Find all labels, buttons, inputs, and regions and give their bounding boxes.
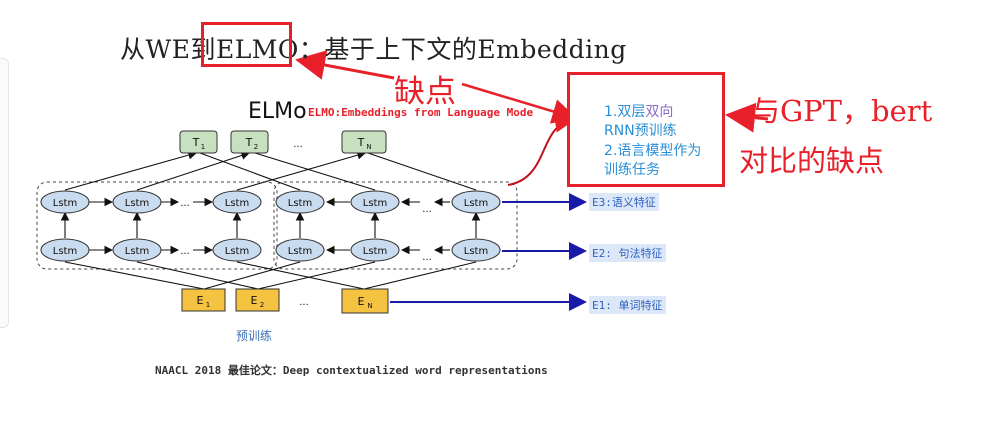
- lstm-node: Lstm: [212, 190, 262, 214]
- annotation-compare-line-2: 对比的缺点: [739, 144, 885, 178]
- annotation-quedian: 缺点: [394, 74, 456, 110]
- lstm-node: Lstm: [451, 190, 501, 214]
- lstm-node: Lstm: [275, 238, 325, 262]
- paper-citation: NAACL 2018 最佳论文：Deep contextualized word…: [155, 364, 548, 377]
- svg-text:E: E: [197, 294, 204, 307]
- svg-text:T: T: [192, 136, 200, 149]
- lstm-node: Lstm: [275, 190, 325, 214]
- ellipsis: ...: [299, 297, 309, 308]
- svg-text:Lstm: Lstm: [225, 198, 249, 209]
- lstm-node: Lstm: [350, 238, 400, 262]
- svg-text:Lstm: Lstm: [363, 198, 387, 209]
- lstm-node: Lstm: [112, 238, 162, 262]
- lstm-node: Lstm: [112, 190, 162, 214]
- lstm-node: Lstm: [40, 190, 90, 214]
- svg-text:Lstm: Lstm: [53, 198, 77, 209]
- ellipsis: ...: [180, 246, 190, 257]
- svg-text:2: 2: [260, 301, 264, 309]
- svg-text:Lstm: Lstm: [464, 198, 488, 209]
- svg-text:Lstm: Lstm: [288, 246, 312, 257]
- callout-box: [567, 72, 725, 187]
- svg-text:Lstm: Lstm: [225, 246, 249, 257]
- callout-line-2: RNN预训练: [604, 123, 677, 139]
- input-connections: [64, 261, 477, 290]
- ellipsis: ...: [180, 198, 190, 209]
- ellipsis: ...: [422, 204, 432, 215]
- svg-text:Lstm: Lstm: [363, 246, 387, 257]
- output-node-tn: T N: [341, 130, 387, 154]
- diagram-heading: ELMo: [248, 99, 307, 124]
- callout-line-1-rest: 双向: [645, 104, 674, 120]
- lstm-node: Lstm: [212, 238, 262, 262]
- quedian-to-callout-arrow: [461, 82, 578, 124]
- callout-line-3: 2.语言模型作为: [604, 143, 702, 159]
- input-node-e1: E 1: [181, 288, 226, 312]
- output-node-t2: T 2: [230, 130, 269, 154]
- feature-label-e1: E1: 单词特征: [589, 296, 666, 314]
- svg-text:Lstm: Lstm: [288, 198, 312, 209]
- slide-frame: [0, 58, 9, 328]
- annotation-compare-line-1: 与GPT，bert: [751, 94, 933, 128]
- lstm-node: Lstm: [451, 238, 501, 262]
- forward-lstm-group: [36, 181, 278, 270]
- svg-text:1: 1: [206, 301, 210, 309]
- output-node-t1: T 1: [179, 130, 218, 154]
- feature-label-e2: E2: 句法特征: [589, 244, 666, 262]
- svg-text:Lstm: Lstm: [464, 246, 488, 257]
- svg-text:N: N: [366, 143, 371, 151]
- svg-text:2: 2: [254, 143, 258, 151]
- slide-title: 从WE到ELMO：基于上下文的Embedding: [120, 35, 627, 64]
- pretrain-label: 预训练: [236, 329, 273, 343]
- compare-arrow: [725, 102, 769, 133]
- diagram-subheading: ELMO:Embeddings from Language Mode: [308, 106, 534, 119]
- output-connections: [64, 150, 477, 191]
- forward-recurrence: [89, 197, 214, 255]
- callout-line-4: 训练任务: [604, 162, 660, 178]
- quedian-arrow: [295, 50, 395, 80]
- svg-text:E: E: [251, 294, 258, 307]
- svg-text:T: T: [357, 136, 365, 149]
- svg-text:Lstm: Lstm: [125, 246, 149, 257]
- svg-text:E: E: [358, 295, 365, 308]
- input-node-en: E N: [341, 288, 389, 314]
- ellipsis: ...: [293, 139, 303, 150]
- diagram-to-callout-arrow: [507, 112, 575, 186]
- title-highlight-box: [201, 22, 292, 67]
- lstm-node: Lstm: [350, 190, 400, 214]
- vertical-connections: [60, 211, 481, 238]
- backward-lstm-group: [273, 181, 518, 270]
- lstm-node: Lstm: [40, 238, 90, 262]
- svg-text:T: T: [245, 136, 253, 149]
- svg-text:Lstm: Lstm: [53, 246, 77, 257]
- svg-text:1: 1: [201, 143, 205, 151]
- input-node-e2: E 2: [235, 288, 280, 312]
- lstm-nodes: Lstm Lstm Lstm Lstm Lstm Lstm Lstm Lstm …: [40, 190, 501, 262]
- svg-text:Lstm: Lstm: [125, 198, 149, 209]
- feature-label-e3: E3:语义特征: [589, 193, 659, 211]
- backward-recurrence: [325, 197, 450, 255]
- svg-text:N: N: [367, 302, 372, 310]
- callout-line-1-num: 1.双层: [604, 104, 646, 120]
- ellipsis: ...: [422, 252, 432, 263]
- callout-line-1: 1.双层双向: [604, 101, 673, 121]
